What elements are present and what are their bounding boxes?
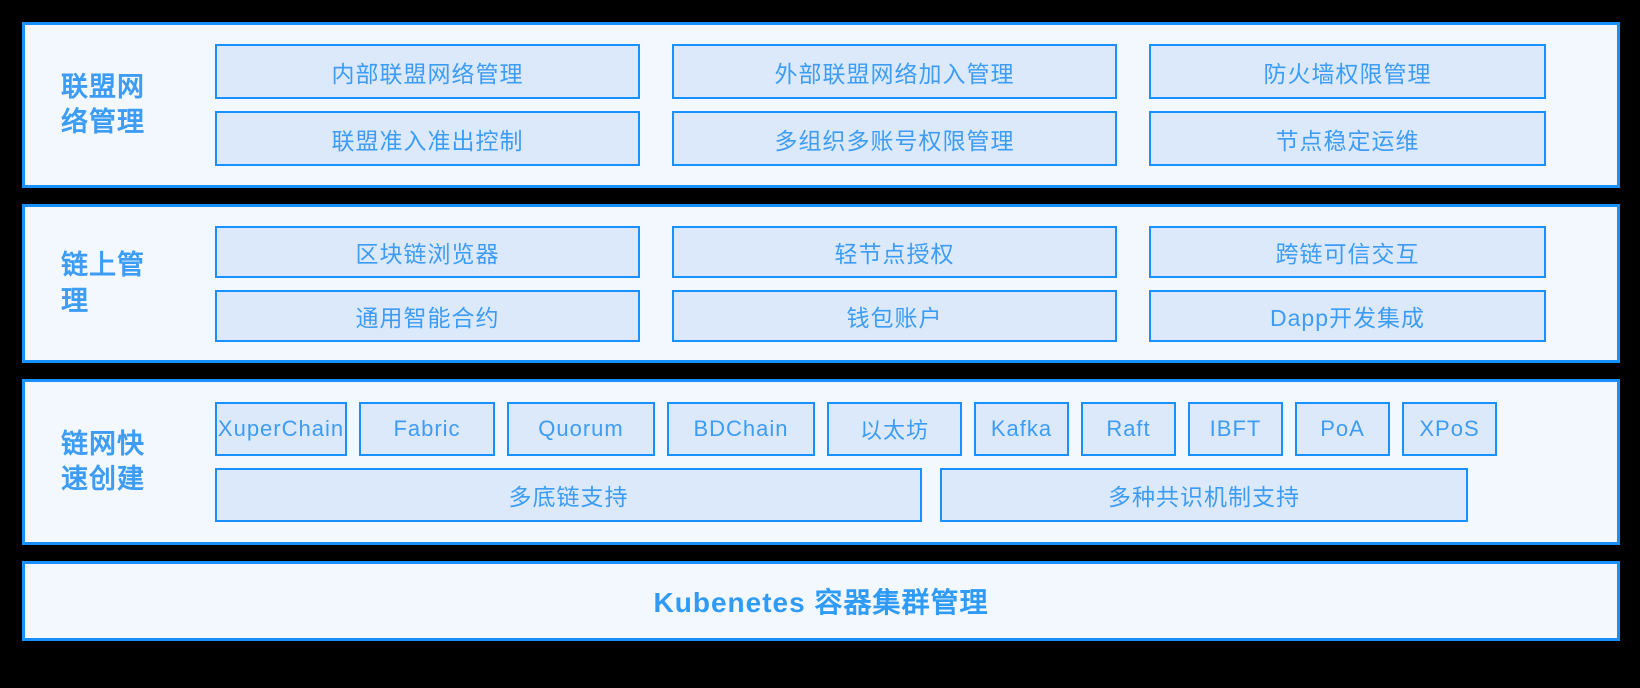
chain-tag[interactable]: 以太坊 — [827, 402, 962, 456]
section-label-alliance-network-management: 联盟网络管理 — [25, 25, 215, 185]
chain-tag[interactable]: Kafka — [974, 402, 1069, 456]
feature-row: 内部联盟网络管理 外部联盟网络加入管理 防火墙权限管理 — [215, 44, 1597, 99]
section-fast-chain-network-creation: 链网快速创建 XuperChain Fabric Quorum BDChain … — [22, 379, 1620, 545]
feature-cell[interactable]: 跨链可信交互 — [1149, 225, 1546, 278]
section-label-text: 链网快速创建 — [61, 428, 145, 494]
chain-tag[interactable]: BDChain — [667, 402, 815, 456]
section-label-fast-chain-network-creation: 链网快速创建 — [25, 382, 215, 542]
section-body-fast-chain-network-creation: XuperChain Fabric Quorum BDChain 以太坊 Kaf… — [215, 382, 1617, 542]
feature-row: 联盟准入准出控制 多组织多账号权限管理 节点稳定运维 — [215, 111, 1597, 166]
feature-cell[interactable]: 区块链浏览器 — [215, 225, 640, 278]
feature-cell[interactable]: 钱包账户 — [672, 289, 1117, 342]
feature-cell[interactable]: 多组织多账号权限管理 — [672, 111, 1117, 166]
chain-tag-row: XuperChain Fabric Quorum BDChain 以太坊 Kaf… — [215, 402, 1597, 456]
chain-tag[interactable]: Fabric — [359, 402, 495, 456]
chain-tag[interactable]: IBFT — [1188, 402, 1283, 456]
section-label-text: 联盟网络管理 — [61, 71, 145, 137]
chain-tag[interactable]: Quorum — [507, 402, 655, 456]
section-on-chain-management: 链上管理 区块链浏览器 轻节点授权 跨链可信交互 通用智能合约 钱包账户 Dap… — [22, 204, 1620, 363]
chain-tag[interactable]: PoA — [1295, 402, 1390, 456]
feature-row: 通用智能合约 钱包账户 Dapp开发集成 — [215, 289, 1597, 342]
chain-tag[interactable]: Raft — [1081, 402, 1176, 456]
section-alliance-network-management: 联盟网络管理 内部联盟网络管理 外部联盟网络加入管理 防火墙权限管理 联盟准入准… — [22, 22, 1620, 188]
feature-cell[interactable]: 节点稳定运维 — [1149, 111, 1546, 166]
chain-tag[interactable]: XPoS — [1402, 402, 1497, 456]
section-body-alliance-network-management: 内部联盟网络管理 外部联盟网络加入管理 防火墙权限管理 联盟准入准出控制 多组织… — [215, 25, 1617, 185]
section-label-text: 链上管理 — [61, 250, 145, 316]
support-cell[interactable]: 多底链支持 — [215, 468, 922, 522]
support-cell[interactable]: 多种共识机制支持 — [940, 468, 1468, 522]
feature-cell[interactable]: 通用智能合约 — [215, 289, 640, 342]
support-row: 多底链支持 多种共识机制支持 — [215, 468, 1597, 522]
section-body-on-chain-management: 区块链浏览器 轻节点授权 跨链可信交互 通用智能合约 钱包账户 Dapp开发集成 — [215, 207, 1617, 360]
chain-tag[interactable]: XuperChain — [215, 402, 347, 456]
section-container-cluster-management: Kubenetes 容器集群管理 — [22, 561, 1620, 641]
feature-cell[interactable]: Dapp开发集成 — [1149, 289, 1546, 342]
feature-cell[interactable]: 联盟准入准出控制 — [215, 111, 640, 166]
feature-row: 区块链浏览器 轻节点授权 跨链可信交互 — [215, 225, 1597, 278]
feature-cell[interactable]: 内部联盟网络管理 — [215, 44, 640, 99]
feature-cell[interactable]: 防火墙权限管理 — [1149, 44, 1546, 99]
section-label-on-chain-management: 链上管理 — [25, 207, 215, 360]
bottom-bar-title: Kubenetes 容器集群管理 — [653, 587, 989, 618]
feature-cell[interactable]: 外部联盟网络加入管理 — [672, 44, 1117, 99]
feature-cell[interactable]: 轻节点授权 — [672, 225, 1117, 278]
